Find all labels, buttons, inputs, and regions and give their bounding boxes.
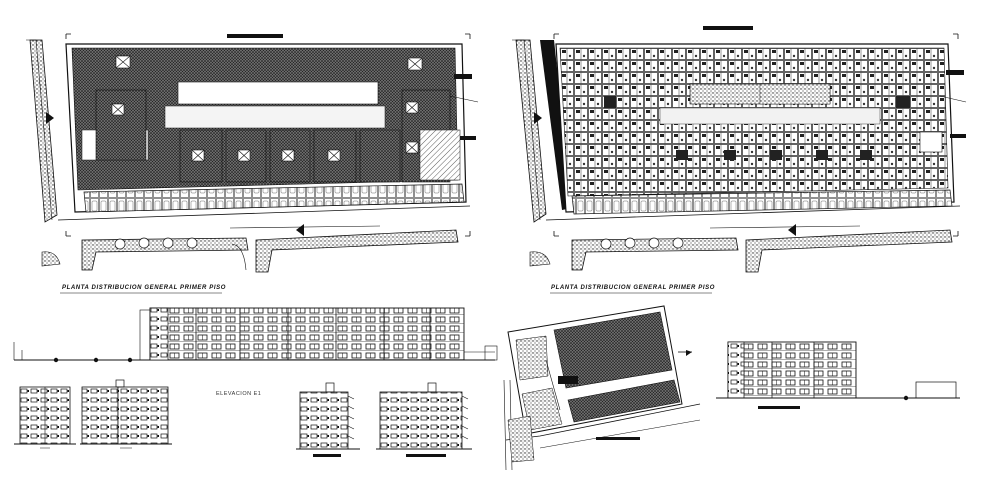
side-elevations	[14, 379, 172, 449]
elevation-e1-label: ELEVACION E1	[216, 391, 262, 397]
end-elevations	[296, 382, 472, 457]
site-plan	[503, 305, 701, 471]
first-floor-plan	[512, 26, 967, 273]
long-elevation	[13, 307, 498, 363]
first-floor-plan-title: PLANTA DISTRIBUCION GENERAL PRIMER PISO	[551, 285, 715, 291]
right-elevation	[716, 341, 960, 409]
ground-floor-plan-title: PLANTA DISTRIBUCION GENERAL PRIMER PISO	[62, 285, 226, 291]
ground-floor-plan	[26, 33, 479, 273]
